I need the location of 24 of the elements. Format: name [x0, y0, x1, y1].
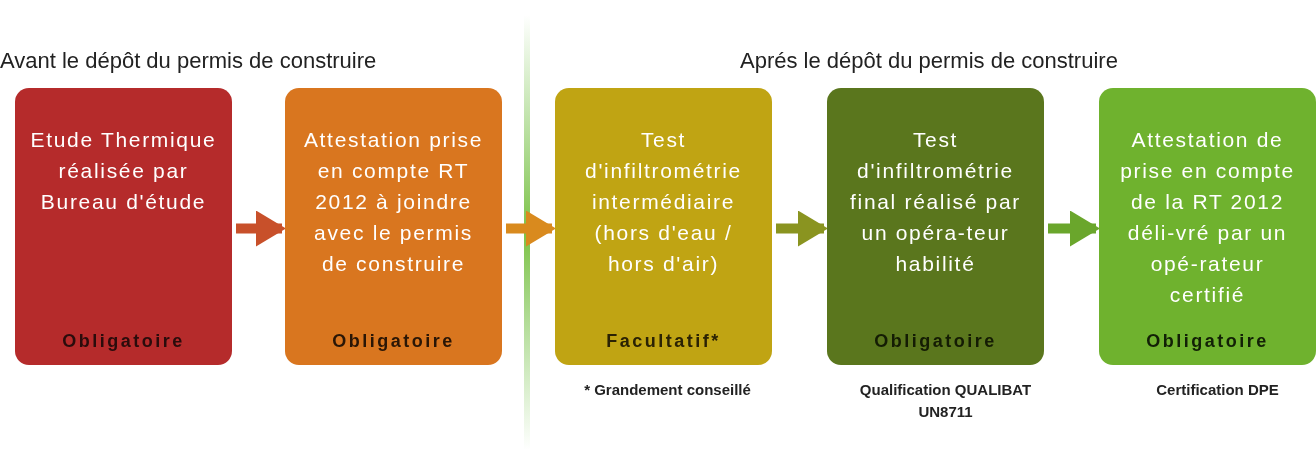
process-box	[285, 88, 502, 365]
requirement-status: Obligatoire	[1146, 330, 1269, 353]
process-box	[827, 88, 1044, 365]
step-description: Test d'infiltrométrie final réalisé par un opéra-teur habilité	[849, 127, 1022, 277]
section-heading: Avant le dépôt du permis de construire	[0, 47, 377, 75]
step-description: Attestation prise en compte RT 2012 à joindre avec le permis de construire	[302, 127, 485, 277]
arrow	[1048, 210, 1100, 247]
arrow	[506, 210, 556, 247]
section-heading: Aprés le dépôt du permis de construire	[740, 47, 1118, 75]
process-box	[555, 88, 772, 365]
step-description: Test d'infiltrométrie intermédiaire (hors d'eau / hors d'air)	[584, 127, 743, 277]
step-description: Etude Thermique réalisée par Bureau d'étude	[29, 127, 218, 215]
step-description: Attestation de prise en compte de la RT 2012 déli-vré par un opé-rateur certifié	[1119, 127, 1296, 308]
arrow	[776, 210, 828, 247]
requirement-status: Obligatoire	[332, 330, 455, 353]
process-box	[15, 88, 232, 365]
note-text: * Grandement conseillé	[583, 380, 752, 400]
process-box	[1099, 88, 1316, 365]
arrow	[236, 210, 286, 247]
requirement-status: Obligatoire	[874, 330, 997, 353]
requirement-status: Obligatoire	[62, 330, 185, 353]
requirement-status: Facultatif*	[606, 330, 721, 353]
note-text: Certification DPE	[1155, 380, 1280, 400]
note-text: Qualification QUALIBAT UN8711	[858, 380, 1033, 422]
